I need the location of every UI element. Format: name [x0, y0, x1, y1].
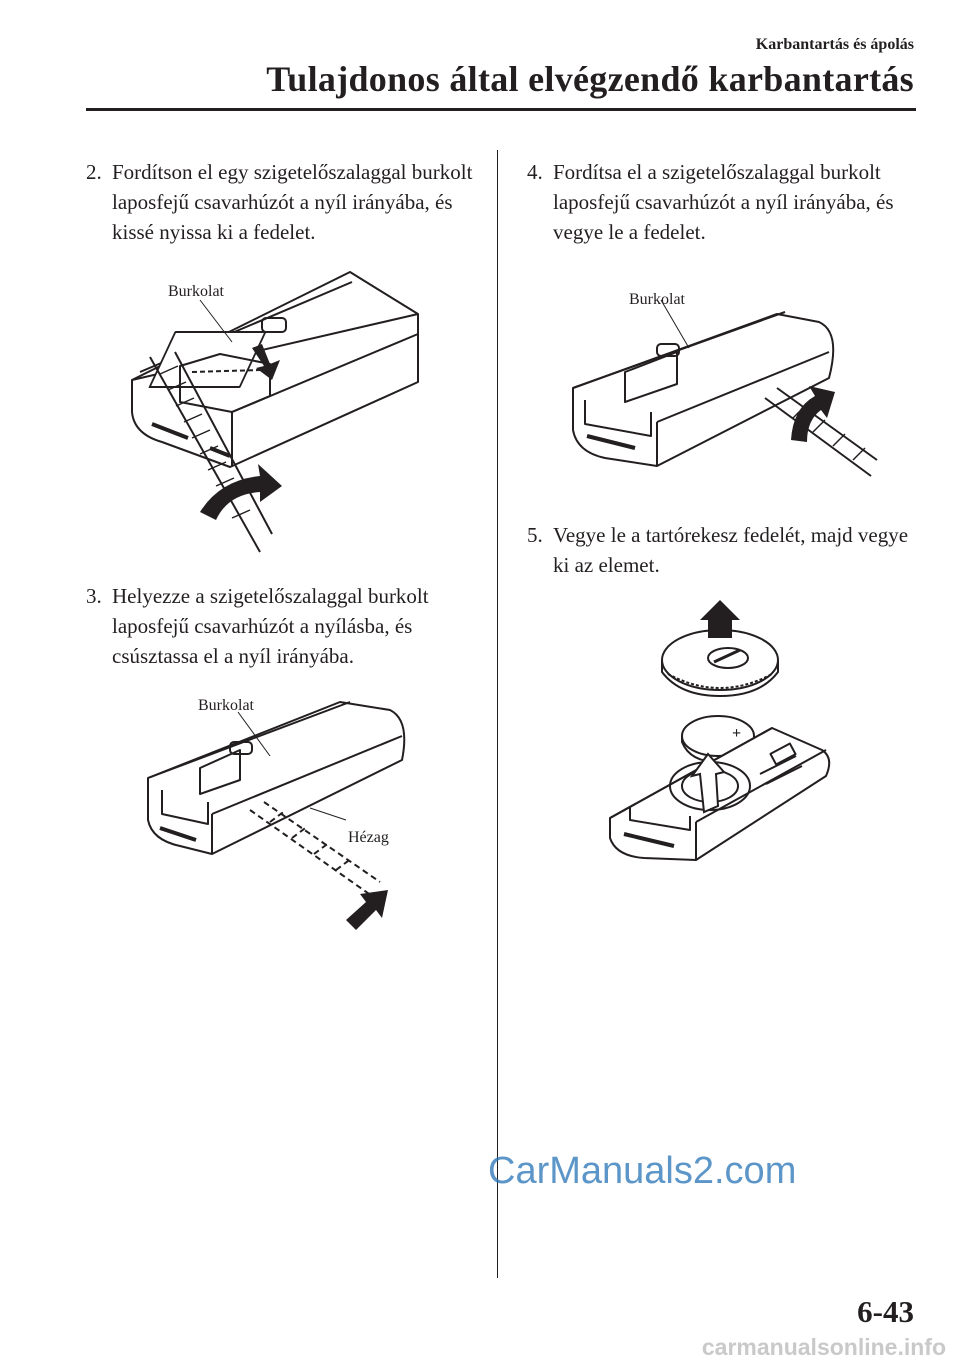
figure-callout-cover: Burkolat	[629, 291, 686, 308]
step-number: 3.	[86, 584, 102, 608]
footer-site-link[interactable]: carmanualsonline.info	[701, 1334, 946, 1360]
step-text: Fordítson el egy szigetelőszalaggal burk…	[112, 160, 473, 244]
step-text: Vegye le a tartórekesz fedelét, majd veg…	[553, 523, 909, 577]
figure-insert-screwdriver-illustration: Burkolat Hézag	[140, 690, 420, 940]
page-number: 6-43	[857, 1294, 914, 1329]
step-text: Helyezze a szigetelőszalaggal burkolt la…	[112, 584, 429, 668]
title-rule	[86, 108, 916, 111]
step-number: 2.	[86, 160, 102, 184]
figure-callout-gap: Hézag	[348, 829, 389, 846]
step-text: Fordítsa el a szigetelőszalaggal burkolt…	[553, 160, 894, 244]
figure-open-cover-illustration: Burkolat	[120, 262, 460, 557]
figure-remove-battery-illustration: +	[600, 598, 840, 863]
column-divider	[497, 150, 498, 1278]
step-number: 5.	[527, 523, 543, 547]
section-label: Karbantartás és ápolás	[755, 36, 914, 53]
step-number: 4.	[527, 160, 543, 184]
step-2: 2. Fordítson el egy szigetelőszalaggal b…	[86, 157, 486, 247]
step-5: 5. Vegye le a tartórekesz fedelét, majd …	[527, 520, 927, 580]
figure-callout-cover: Burkolat	[198, 697, 255, 714]
watermark-logo: CarManuals2.com	[488, 1150, 797, 1192]
figure-callout-cover: Burkolat	[168, 283, 225, 300]
figure-remove-cover-illustration: Burkolat	[565, 280, 885, 480]
battery-plus-mark: +	[732, 725, 741, 742]
step-3: 3. Helyezze a szigetelőszalaggal burkolt…	[86, 581, 486, 671]
step-4: 4. Fordítsa el a szigetelőszalaggal burk…	[527, 157, 927, 247]
page-title: Tulajdonos által elvégzendő karbantartás	[266, 59, 914, 99]
